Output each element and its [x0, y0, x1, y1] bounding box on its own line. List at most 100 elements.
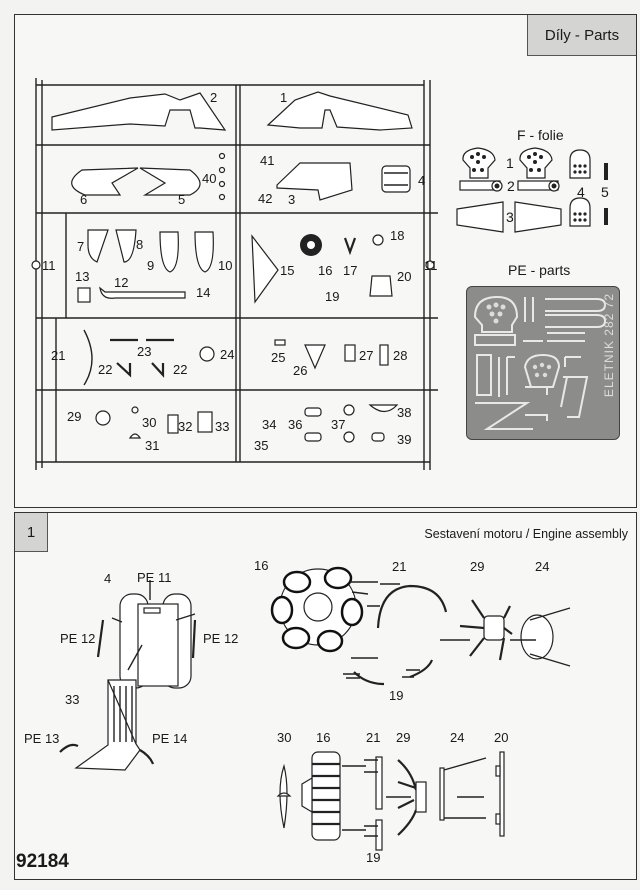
label-part-40: 40: [202, 171, 217, 186]
label-part-24: 24: [220, 347, 235, 362]
part-2-wing-left: [51, 92, 227, 131]
part-20: [369, 275, 393, 297]
label-part-25: 25: [271, 350, 286, 365]
film-part-3-left: [456, 201, 504, 233]
label-part-37: 37: [331, 417, 346, 432]
part-37-a: [343, 404, 355, 416]
seat-back-part-4: [119, 593, 192, 689]
label-part-31: 31: [145, 438, 160, 453]
label-side-16: 16: [316, 730, 331, 745]
label-pe-13: PE 13: [24, 731, 60, 746]
label-part-22-right: 22: [173, 362, 188, 377]
label-part-38: 38: [397, 405, 412, 420]
label-part-36: 36: [288, 417, 303, 432]
part-39: [371, 432, 385, 442]
part-1-wing-right: [266, 91, 413, 131]
part-7: [87, 229, 109, 263]
label-ring-24: 24: [535, 559, 550, 574]
part-24: [199, 346, 215, 362]
part-3-canopy: [276, 162, 353, 201]
label-engine-16: 16: [254, 558, 269, 573]
label-side-21: 21: [366, 730, 381, 745]
label-part-11-right: 11: [424, 258, 438, 273]
label-part-33: 33: [215, 419, 230, 434]
label-side-24: 24: [450, 730, 465, 745]
label-part-41: 41: [260, 153, 275, 168]
label-exhaust-21: 21: [392, 559, 407, 574]
part-16-engine-sprue: [300, 234, 322, 256]
label-part-5: 5: [178, 192, 186, 207]
exhaust-part-19: [353, 659, 434, 686]
exhaust-ring-part-21: [376, 584, 448, 629]
part-5: [139, 167, 201, 196]
label-side-19: 19: [366, 850, 381, 865]
label-part-34: 34: [262, 417, 277, 432]
label-part-9: 9: [147, 258, 155, 273]
label-part-39: 39: [397, 432, 412, 447]
parts-tab: Díly - Parts: [527, 15, 636, 56]
label-part-1: 1: [280, 90, 288, 105]
label-side-20: 20: [494, 730, 509, 745]
part-11-right: [425, 260, 435, 270]
label-part-15: 15: [280, 263, 295, 278]
label-part-6: 6: [80, 192, 88, 207]
part-27: [344, 344, 356, 362]
label-part-13: 13: [75, 269, 90, 284]
part-36-a: [304, 407, 322, 417]
part-13: [77, 287, 91, 303]
label-pe-12-right: PE 12: [203, 631, 239, 646]
label-side-30: 30: [277, 730, 292, 745]
part-15: [251, 234, 279, 304]
label-part-18: 18: [390, 228, 405, 243]
label-mount-29: 29: [470, 559, 485, 574]
label-part-16: 16: [318, 263, 333, 278]
label-part-7: 7: [77, 239, 85, 254]
label-part-3: 3: [288, 192, 296, 207]
part-21: [83, 329, 93, 386]
pe-12-left-rod: [96, 619, 105, 658]
label-part-17: 17: [343, 263, 358, 278]
label-pe-14: PE 14: [152, 731, 188, 746]
part-40-pins: [218, 152, 226, 201]
engine-ring-part-24-side: [439, 757, 487, 821]
part-31: [128, 433, 142, 439]
engine-part-16-side: [301, 751, 341, 841]
part-29: [95, 410, 111, 426]
label-part-23: 23: [137, 344, 152, 359]
label-part-19: 19: [325, 289, 340, 304]
part-30: [131, 406, 139, 414]
pe-12-right-rod: [191, 619, 197, 659]
propeller-part-30-side: [276, 763, 292, 829]
film-part-1-right: [519, 147, 553, 179]
engine-part-16-front: [270, 566, 364, 653]
pe-13-part: [59, 743, 79, 753]
label-part-4: 4: [104, 571, 112, 586]
label-part-8: 8: [136, 237, 144, 252]
film-part-5-top: [604, 163, 608, 180]
pe-fret-drawing: [473, 295, 607, 430]
film-label-4: 4: [577, 184, 585, 200]
label-part-21: 21: [51, 348, 66, 363]
label-part-32: 32: [178, 419, 193, 434]
part-6: [71, 167, 139, 196]
exhaust-ring-part-21-side: [364, 756, 383, 810]
part-32: [167, 414, 179, 434]
step-title: Sestavení motoru / Engine assembly: [424, 527, 628, 541]
label-part-20: 20: [397, 269, 412, 284]
film-label-3: 3: [506, 209, 514, 225]
film-label-5: 5: [601, 184, 609, 200]
label-part-11-left: 11: [42, 258, 56, 273]
film-sheet-title: F - folie: [517, 127, 564, 143]
part-38: [368, 404, 399, 413]
part-10: [194, 231, 214, 273]
part-37-b: [343, 431, 355, 443]
label-part-42: 42: [258, 191, 273, 206]
part-22-right: [151, 362, 165, 378]
label-exhaust-19: 19: [389, 688, 404, 703]
label-part-10: 10: [218, 258, 233, 273]
part-11-left: [31, 260, 41, 270]
part-25: [274, 339, 286, 346]
film-part-1-left: [462, 147, 496, 179]
